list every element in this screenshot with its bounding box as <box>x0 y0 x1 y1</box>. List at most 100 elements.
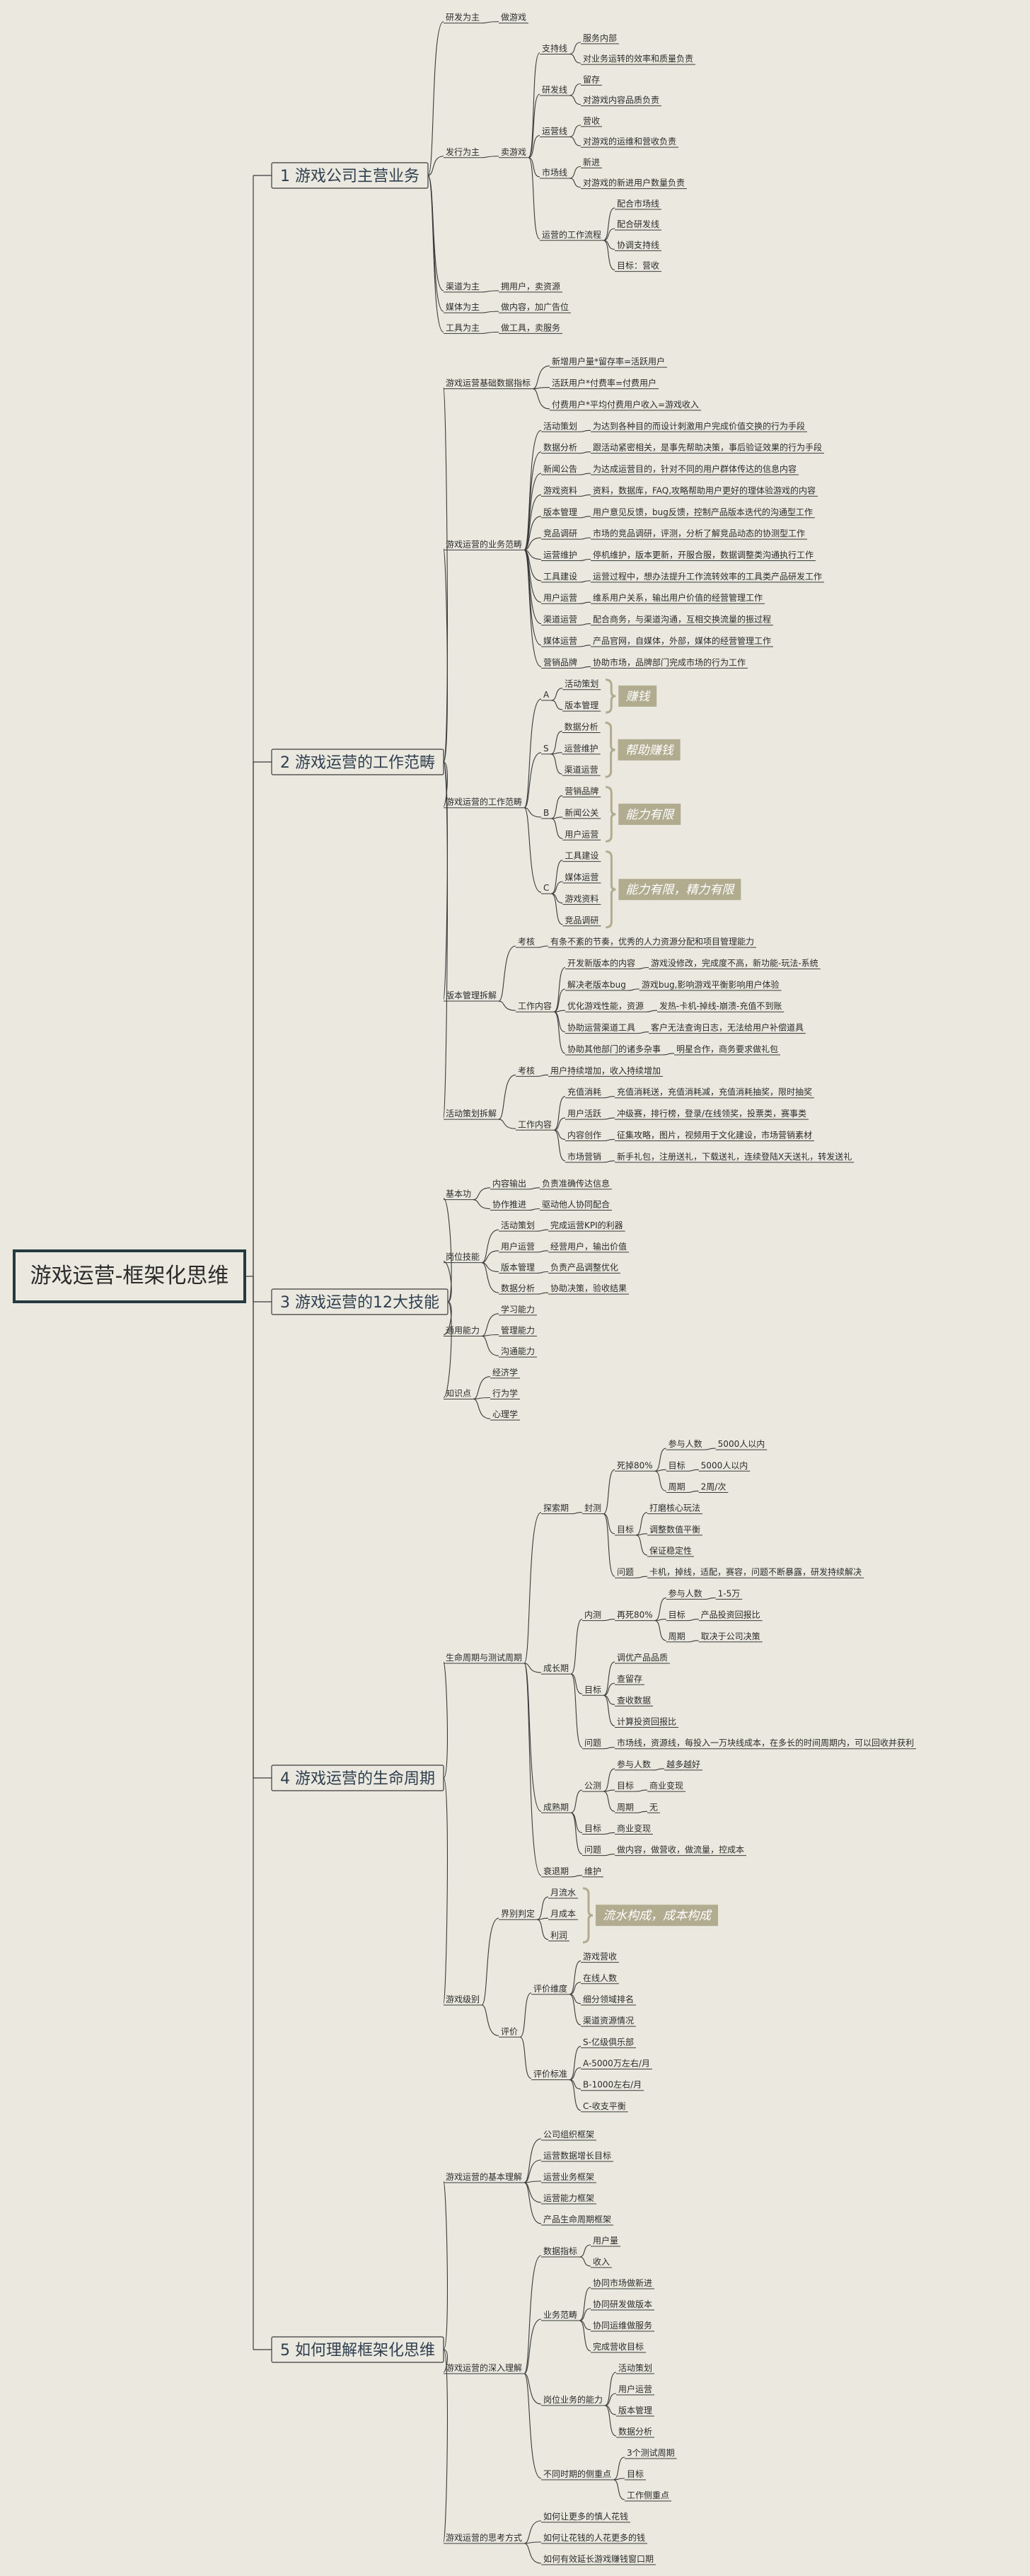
node-branches-1-children-1-children-5[interactable]: 竞品调研 <box>541 529 580 540</box>
node-branches-3-children-0-children-0-children-0[interactable]: 封测 <box>582 1503 604 1515</box>
node-branches-1-children-4-children-1-children-1-children-0[interactable]: 冲级赛，排行榜，登录/在线领奖，投票类，赛事类 <box>615 1108 809 1120</box>
node-branches-2-children-1-children-3-children-0[interactable]: 协助决策，验收结果 <box>548 1283 630 1295</box>
node-branches-3-children-1-children-1-children-1[interactable]: 评价标准 <box>531 2069 570 2081</box>
node-branches-4-children-0-children-4[interactable]: 产品生命周期框架 <box>541 2214 614 2226</box>
node-branches-3-children-1-children-0-children-2[interactable]: 利润 <box>548 1930 570 1941</box>
node-branches-3-children-0-children-1-children-0-children-0-children-1-children-0[interactable]: 产品投资回报比 <box>698 1610 763 1622</box>
node-branches-1-children-0[interactable]: 游戏运营基础数据指标 <box>444 378 533 390</box>
node-branches-1-children-1-children-6-children-0[interactable]: 停机维护，版本更新，开服合服，数据调整类沟通执行工作 <box>591 550 816 561</box>
node-branches-2-children-2-children-0[interactable]: 学习能力 <box>499 1304 538 1316</box>
node-branches-3-children-0-children-0[interactable]: 探索期 <box>541 1503 572 1515</box>
node-branches-3-children-1-children-1-children-0-children-1[interactable]: 在线人数 <box>581 1973 620 1985</box>
node-branches-2-children-0-children-0-children-0[interactable]: 负责准确传达信息 <box>540 1178 613 1190</box>
node-branches-4-children-1-children-2-children-2[interactable]: 版本管理 <box>616 2405 655 2417</box>
node-branches-1-children-4-children-1-children-0-children-0[interactable]: 充值消耗送，充值消耗减，充值消耗抽奖，限时抽奖 <box>615 1087 815 1099</box>
node-branches-1-children-3-children-1-children-2[interactable]: 优化游戏性能，资源 <box>565 1001 647 1012</box>
node-branches-3-children-0-children-0-children-0-children-1-children-2[interactable]: 保证稳定性 <box>647 1545 695 1557</box>
node-branches-2-children-0-children-1-children-0[interactable]: 驱动他人协同配合 <box>540 1199 613 1211</box>
node-branches-1-children-1-children-0[interactable]: 活动策划 <box>541 421 580 432</box>
node-branches-1-children-1-children-1[interactable]: 数据分析 <box>541 442 580 454</box>
node-branches-0-children-1-children-0-children-4-children-2[interactable]: 协调支持线 <box>615 239 662 251</box>
node-branches-1-children-1-children-3[interactable]: 游戏资料 <box>541 485 580 497</box>
node-branches-4-children-1-children-0[interactable]: 数据指标 <box>541 2246 580 2258</box>
node-branches-2-children-1-children-2-children-0[interactable]: 负责产品调整优化 <box>548 1262 621 1273</box>
node-branches-3-children-0-children-1-children-0-children-0-children-2-children-0[interactable]: 取决于公司决策 <box>698 1631 763 1643</box>
node-branches-0-children-1-children-0-children-0[interactable]: 支持线 <box>540 43 570 54</box>
node-branches-3-children-0-children-2-children-1-children-0[interactable]: 商业变现 <box>615 1823 654 1835</box>
node-branches-1-children-1-children-11[interactable]: 营销品牌 <box>541 657 580 669</box>
node-branches-4-children-1-children-1-children-1[interactable]: 协同研发做版本 <box>591 2299 655 2311</box>
node-branches-1-children-1-children-0-children-0[interactable]: 为达到各种目的而设计刺激用户完成价值交换的行为手段 <box>591 420 808 432</box>
node-branches-3-children-0-children-2-children-1[interactable]: 目标 <box>582 1823 604 1835</box>
node-branches-3-children-0-children-1-children-0-children-0-children-0[interactable]: 参与人数 <box>666 1588 705 1600</box>
node-branches-1-children-3-children-1[interactable]: 工作内容 <box>516 1000 555 1012</box>
node-branches-1-children-4-children-1-children-2-children-0[interactable]: 征集攻略，图片，视频用于文化建设，市场营销素材 <box>615 1129 815 1141</box>
node-branches-4-children-1-children-2-children-0[interactable]: 活动策划 <box>616 2363 655 2374</box>
node-branches-4-children-0-children-2[interactable]: 运营业务框架 <box>541 2171 597 2183</box>
node-branches-0-children-1-children-0[interactable]: 卖游戏 <box>499 147 529 158</box>
node-branches-2-children-0[interactable]: 基本功 <box>444 1189 474 1201</box>
node-branches-1-children-3-children-1-children-1[interactable]: 解决老版本bug <box>565 980 628 991</box>
node-branches-3-children-1-children-1-children-1-children-1[interactable]: A-5000万左右/月 <box>581 2058 652 2070</box>
node-branches-0-children-1-children-0-children-4-children-3[interactable]: 目标：营收 <box>615 261 662 272</box>
node-branches-1-children-1-children-4[interactable]: 版本管理 <box>541 507 580 519</box>
node-branches-3-children-0-children-2-children-0-children-2-children-0[interactable]: 无 <box>647 1802 661 1813</box>
node-branches-1-children-1-children-4-children-0[interactable]: 用户意见反馈，bug反馈，控制产品版本迭代的沟通型工作 <box>591 507 815 519</box>
node-branches-4-children-2[interactable]: 游戏运营的思考方式 <box>444 2532 525 2544</box>
node-branches-0-children-1-children-0-children-2[interactable]: 运营线 <box>540 127 570 137</box>
node-branches-1-children-3-children-0-children-0[interactable]: 有条不紊的节奏，优秀的人力资源分配和项目管理能力 <box>548 936 757 948</box>
node-branches-3-children-0-children-0-children-0-children-0-children-1[interactable]: 目标 <box>666 1460 688 1472</box>
node-branches-1-children-4-children-0[interactable]: 考核 <box>516 1065 538 1077</box>
node-branches-0-children-1-children-0-children-4[interactable]: 运营的工作流程 <box>540 229 604 241</box>
root-node[interactable]: 游戏运营-框架化思维 <box>13 1249 246 1303</box>
node-branches-3-children-1-children-1-children-0-children-2[interactable]: 细分领域排名 <box>581 1994 637 2006</box>
node-branches-1-children-4-children-1-children-0[interactable]: 充值消耗 <box>565 1087 604 1099</box>
node-branches-1-children-2-children-1-children-2[interactable]: 渠道运营 <box>562 765 601 776</box>
node-branches-3-children-0-children-1-children-2[interactable]: 问题 <box>582 1738 604 1750</box>
node-branches-0-children-1-children-0-children-2-children-0[interactable]: 营收 <box>581 116 603 127</box>
node-branches-2-children-1-children-1[interactable]: 用户运营 <box>499 1241 538 1253</box>
node-branches-4-children-2-children-0[interactable]: 如何让更多的慎人花钱 <box>541 2511 631 2523</box>
node-branches-3-children-0-children-3[interactable]: 衰退期 <box>541 1866 572 1878</box>
node-branches-1-children-4-children-1-children-3[interactable]: 市场营销 <box>565 1151 604 1163</box>
node-branches-1-children-2-children-2-children-0[interactable]: 营销品牌 <box>562 787 601 798</box>
node-branches-3-children-0-children-0-children-0-children-0-children-0[interactable]: 参与人数 <box>666 1438 705 1450</box>
node-branches-1-children-4[interactable]: 活动策划拆解 <box>444 1108 499 1120</box>
node-branches-4-children-0-children-3[interactable]: 运营能力框架 <box>541 2193 597 2205</box>
node-branches-3-children-0-children-2[interactable]: 成熟期 <box>541 1801 572 1813</box>
node-branches-4-children-1-children-0-children-0[interactable]: 用户量 <box>591 2235 621 2247</box>
node-branches-1-children-1-children-7-children-0[interactable]: 运营过程中，想办法提升工作流转效率的工具类产品研发工作 <box>591 571 825 583</box>
node-branches-4-children-1-children-1-children-2[interactable]: 协同运维做服务 <box>591 2320 655 2332</box>
node-branches-2-children-3-children-1[interactable]: 行为学 <box>490 1388 521 1399</box>
node-branches-1-children-0-children-2[interactable]: 付费用户*平均付费用户收入=游戏收入 <box>550 399 702 411</box>
node-branches-2-children-1[interactable]: 岗位技能 <box>444 1252 482 1264</box>
node-branches-3-children-0[interactable]: 生命周期与测试周期 <box>444 1652 525 1664</box>
node-branches-3-children-0-children-0-children-0-children-0[interactable]: 死掉80% <box>615 1460 655 1472</box>
node-branches-1-children-2[interactable]: 游戏运营的工作范畴 <box>444 797 525 809</box>
node-branches-1-children-3-children-1-children-4-children-0[interactable]: 明星合作，商务要求做礼包 <box>674 1044 781 1056</box>
node-branches-2-children-1-children-1-children-0[interactable]: 经营用户，输出价值 <box>548 1241 630 1253</box>
node-branches-4-children-1-children-2-children-3[interactable]: 数据分析 <box>616 2426 655 2438</box>
node-branches-3-children-1-children-1-children-1-children-2[interactable]: B-1000左右/月 <box>581 2079 644 2091</box>
node-branches-0-children-4[interactable]: 工具为主 <box>444 323 482 334</box>
node-branches-0-children-2-children-0[interactable]: 拥用户，卖资源 <box>499 281 563 293</box>
node-branches-4-children-1-children-2-children-1[interactable]: 用户运营 <box>616 2384 655 2396</box>
node-branches-1-children-1-children-1-children-0[interactable]: 跟活动紧密相关，是事先帮助决策，事后验证效果的行为手段 <box>591 442 825 454</box>
node-branches-1-children-2-children-1-children-0[interactable]: 数据分析 <box>562 721 601 733</box>
node-branches-4-children-0-children-1[interactable]: 运营数据增长目标 <box>541 2150 614 2162</box>
node-branches-2-children-1-children-0[interactable]: 活动策划 <box>499 1220 538 1232</box>
node-branches-1-children-2-children-0[interactable]: A <box>541 690 552 701</box>
node-branches-1-children-4-children-1[interactable]: 工作内容 <box>516 1119 555 1131</box>
node-branches-0-children-1-children-0-children-3-children-0[interactable]: 新进 <box>581 156 603 168</box>
node-branches-3-children-0-children-0-children-0-children-1-children-0[interactable]: 打磨核心玩法 <box>647 1503 703 1515</box>
node-branches-1-children-2-children-3-children-2[interactable]: 游戏资料 <box>562 894 601 905</box>
node-branches-3-children-0-children-0-children-0-children-2-children-0[interactable]: 卡机，掉线，适配，赛容，问题不断暴露，研发持续解决 <box>647 1566 864 1578</box>
node-branches-0-children-1-children-0-children-0-children-0[interactable]: 服务内部 <box>581 33 620 45</box>
node-branches-1-children-1-children-2[interactable]: 新闻公告 <box>541 463 580 475</box>
node-branches-2-children-2-children-1[interactable]: 管理能力 <box>499 1325 538 1336</box>
node-branches-0-children-0-children-0[interactable]: 做游戏 <box>499 12 529 24</box>
node-branches-3-children-0-children-2-children-0-children-0-children-0[interactable]: 越多越好 <box>664 1760 703 1771</box>
node-branches-3-children-0-children-0-children-0-children-2[interactable]: 问题 <box>615 1567 637 1578</box>
node-branches-2-children-0-children-1[interactable]: 协作推进 <box>490 1199 529 1211</box>
node-branches-1-children-1-children-5-children-0[interactable]: 市场的竞品调研，评测，分析了解竞品动态的协测型工作 <box>591 528 808 540</box>
